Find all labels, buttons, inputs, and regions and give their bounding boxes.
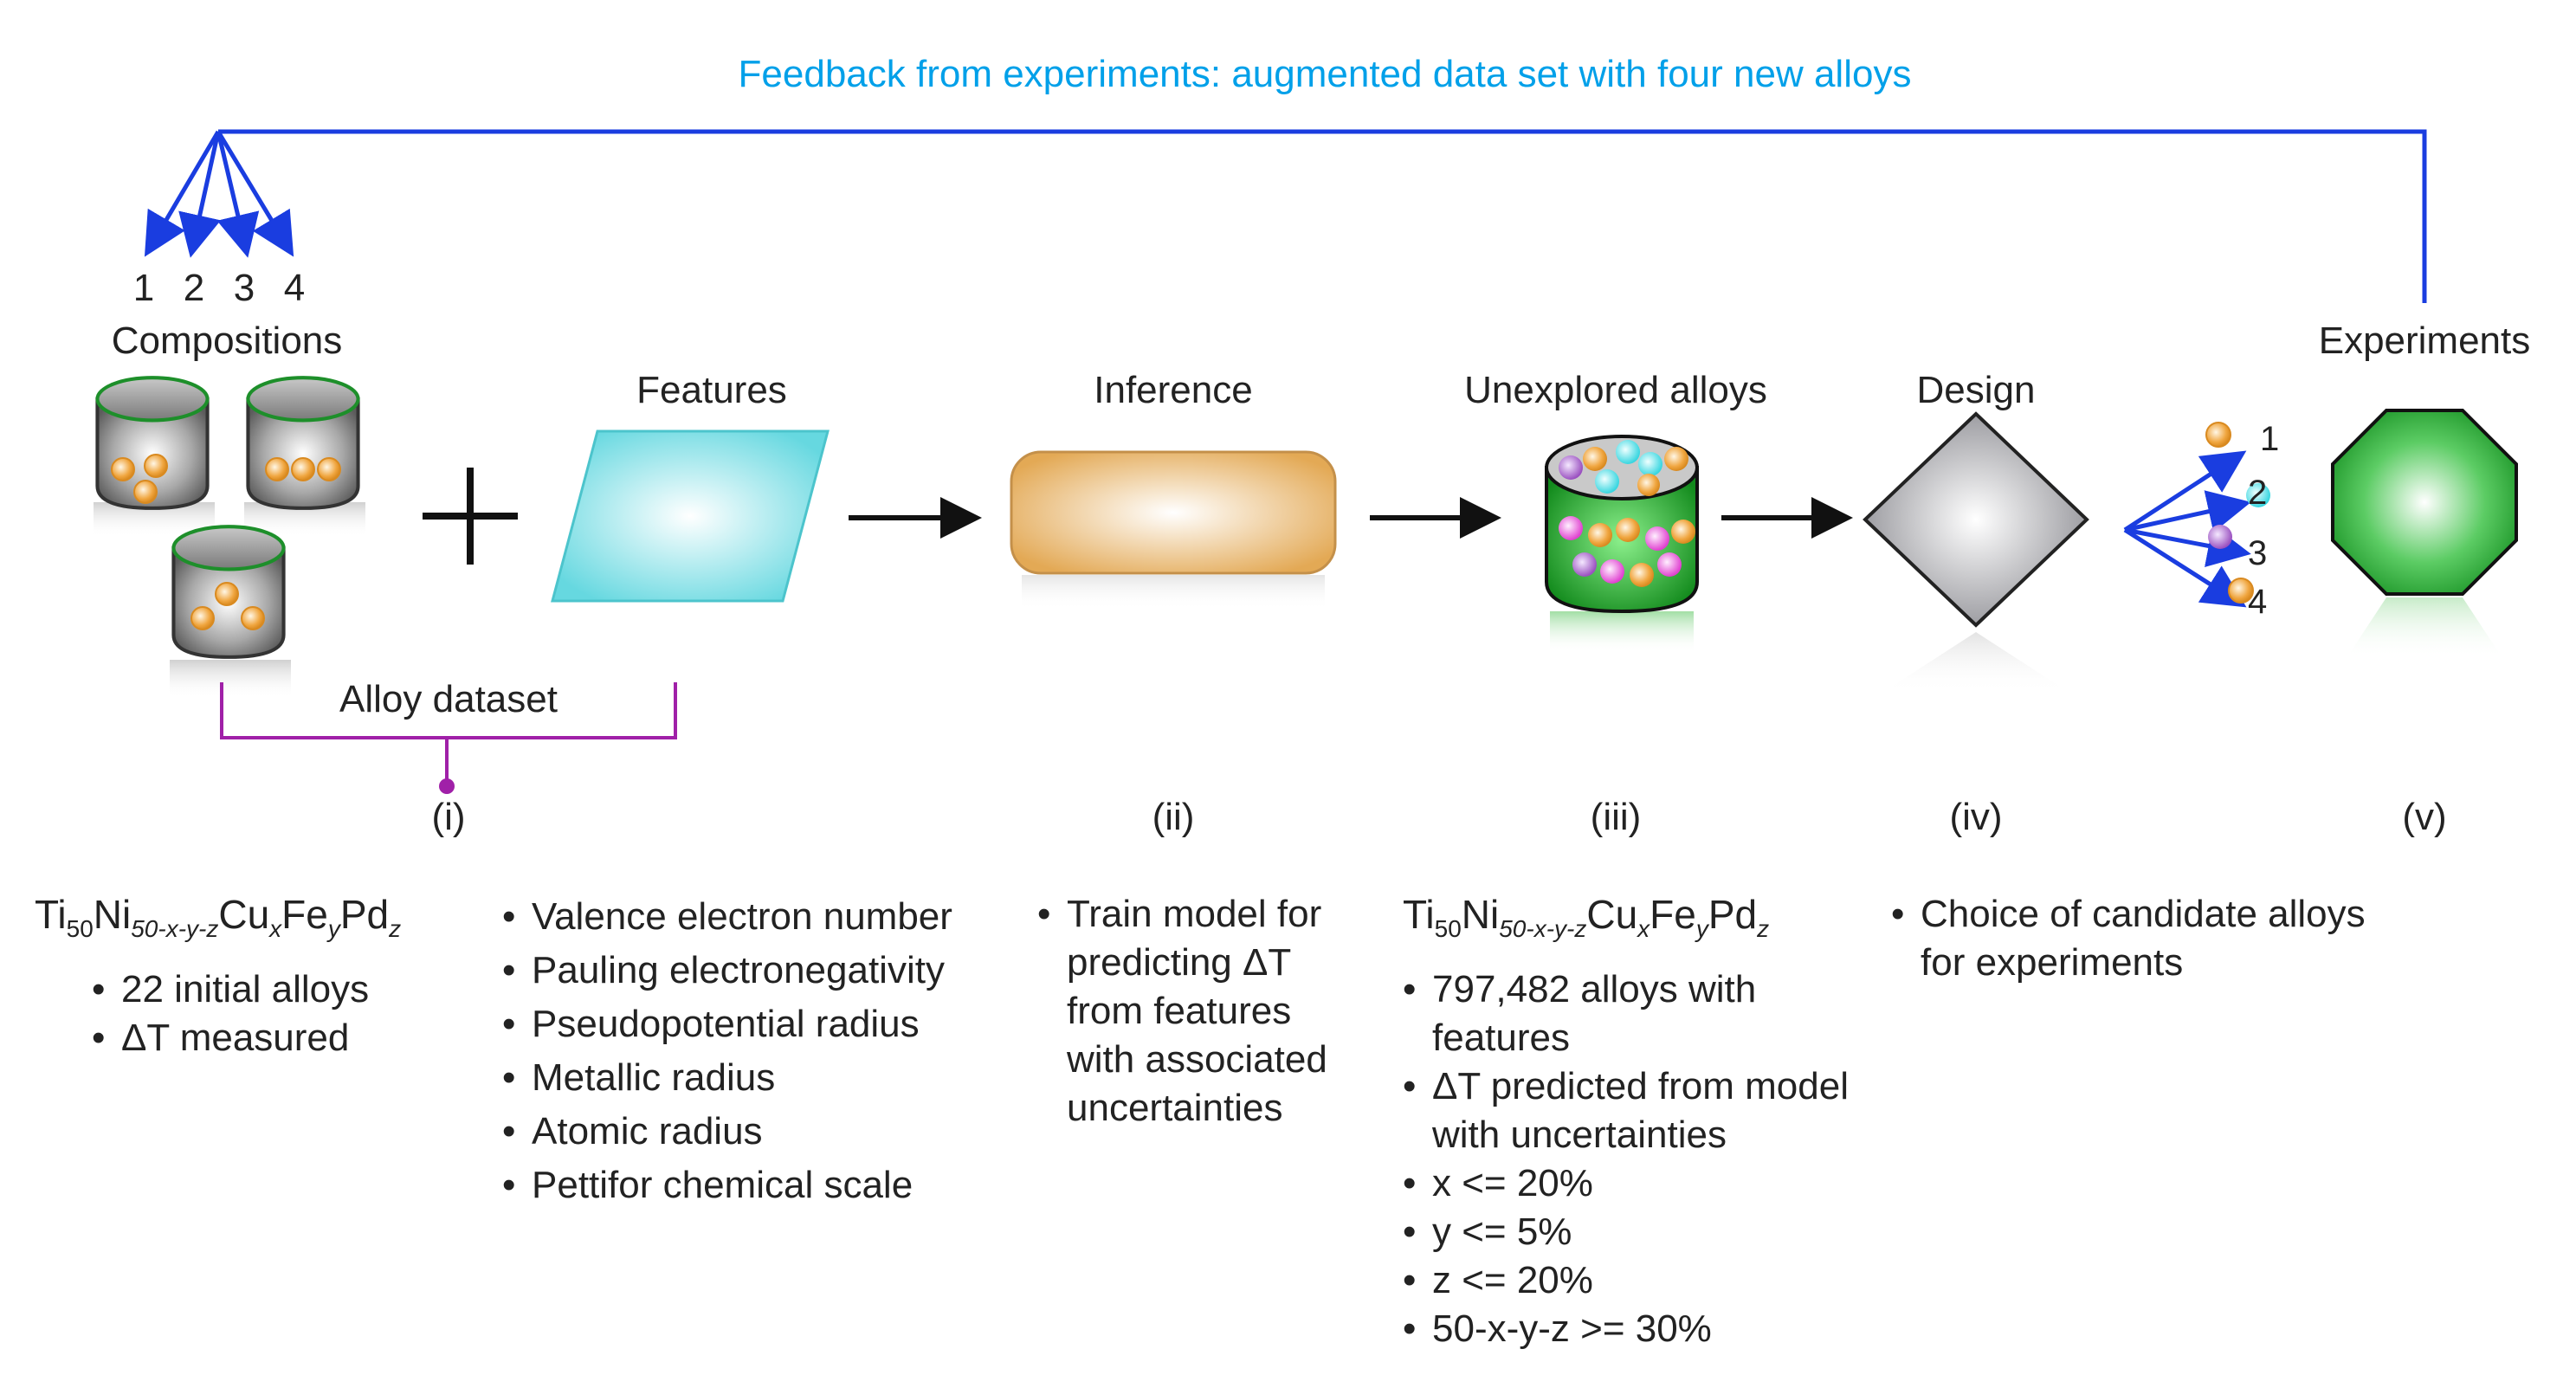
stage-numeral-v: (v) [2402, 796, 2446, 838]
inference-box [1010, 450, 1337, 575]
features-label: Features [636, 369, 787, 411]
list-item: Train model for predicting ΔT from featu… [1037, 890, 1366, 1133]
stage-numeral-ii: (ii) [1152, 796, 1195, 838]
unexplored-alloys-label: Unexplored alloys [1464, 369, 1767, 411]
composition-jars [94, 378, 365, 699]
column-ii: Train model for predicting ΔT from featu… [1037, 890, 1366, 1133]
stage-numeral-iv: (iv) [1949, 796, 2002, 838]
alloy-dataset-bracket [220, 682, 677, 784]
candidate-number-3: 3 [2248, 534, 2267, 572]
design-label: Design [1917, 369, 2036, 411]
candidate-number-4: 4 [2248, 583, 2267, 621]
list-item: Valence electron number [502, 890, 1022, 944]
list-item: Metallic radius [502, 1051, 1022, 1105]
column-i: Ti50Ni50-x-y-zCuxFeyPdz 22 initial alloy… [35, 890, 468, 1062]
design-diamond [1863, 411, 2089, 628]
candidate-number-1: 1 [2260, 420, 2279, 458]
compositions-label: Compositions [112, 320, 343, 362]
stage-numeral-iii: (iii) [1591, 796, 1642, 838]
column-features: Valence electron number Pauling electron… [502, 890, 1022, 1212]
stage-numeral-i: (i) [431, 796, 465, 838]
list-item: 50-x-y-z >= 30% [1403, 1305, 1888, 1353]
list-item: Pettifor chemical scale [502, 1159, 1022, 1212]
list-item: ΔT predicted from model with uncertainti… [1403, 1062, 1888, 1159]
unexplored-alloys-jar [1545, 435, 1699, 653]
list-item: y <= 5% [1403, 1208, 1888, 1256]
list-item: Pseudopotential radius [502, 997, 1022, 1051]
composition-number-2: 2 [184, 267, 204, 309]
experiments-label: Experiments [2319, 320, 2531, 362]
experiments-octagon [2331, 409, 2518, 596]
feedback-fan-arrows [144, 130, 294, 258]
composition-number-4: 4 [284, 267, 305, 309]
list-item: 22 initial alloys [92, 965, 468, 1014]
alloy-dataset-label: Alloy dataset [339, 678, 558, 720]
feedback-line [218, 129, 2427, 303]
candidate-number-2: 2 [2248, 474, 2267, 512]
list-item: Atomic radius [502, 1105, 1022, 1159]
column-iv: Choice of candidate alloys for experimen… [1891, 890, 2376, 987]
alloy-formula-i: Ti50Ni50-x-y-zCuxFeyPdz [35, 892, 402, 943]
list-item: z <= 20% [1403, 1256, 1888, 1305]
list-item: ΔT measured [92, 1014, 468, 1062]
list-item: x <= 20% [1403, 1159, 1888, 1208]
composition-number-1: 1 [133, 267, 154, 309]
dataset-node [439, 778, 455, 794]
plus-icon [423, 468, 518, 565]
candidate-arrows [2123, 450, 2251, 608]
list-item: Choice of candidate alloys for experimen… [1891, 890, 2376, 987]
features-parallelogram [551, 429, 830, 603]
column-iii: Ti50Ni50-x-y-zCuxFeyPdz 797,482 alloys w… [1403, 890, 1888, 1353]
alloy-formula-iii: Ti50Ni50-x-y-zCuxFeyPdz [1403, 892, 1770, 943]
composition-number-3: 3 [234, 267, 255, 309]
list-item: 797,482 alloys with features [1403, 965, 1888, 1062]
feedback-label: Feedback from experiments: augmented dat… [739, 53, 1912, 95]
inference-label: Inference [1094, 369, 1252, 411]
list-item: Pauling electronegativity [502, 944, 1022, 997]
